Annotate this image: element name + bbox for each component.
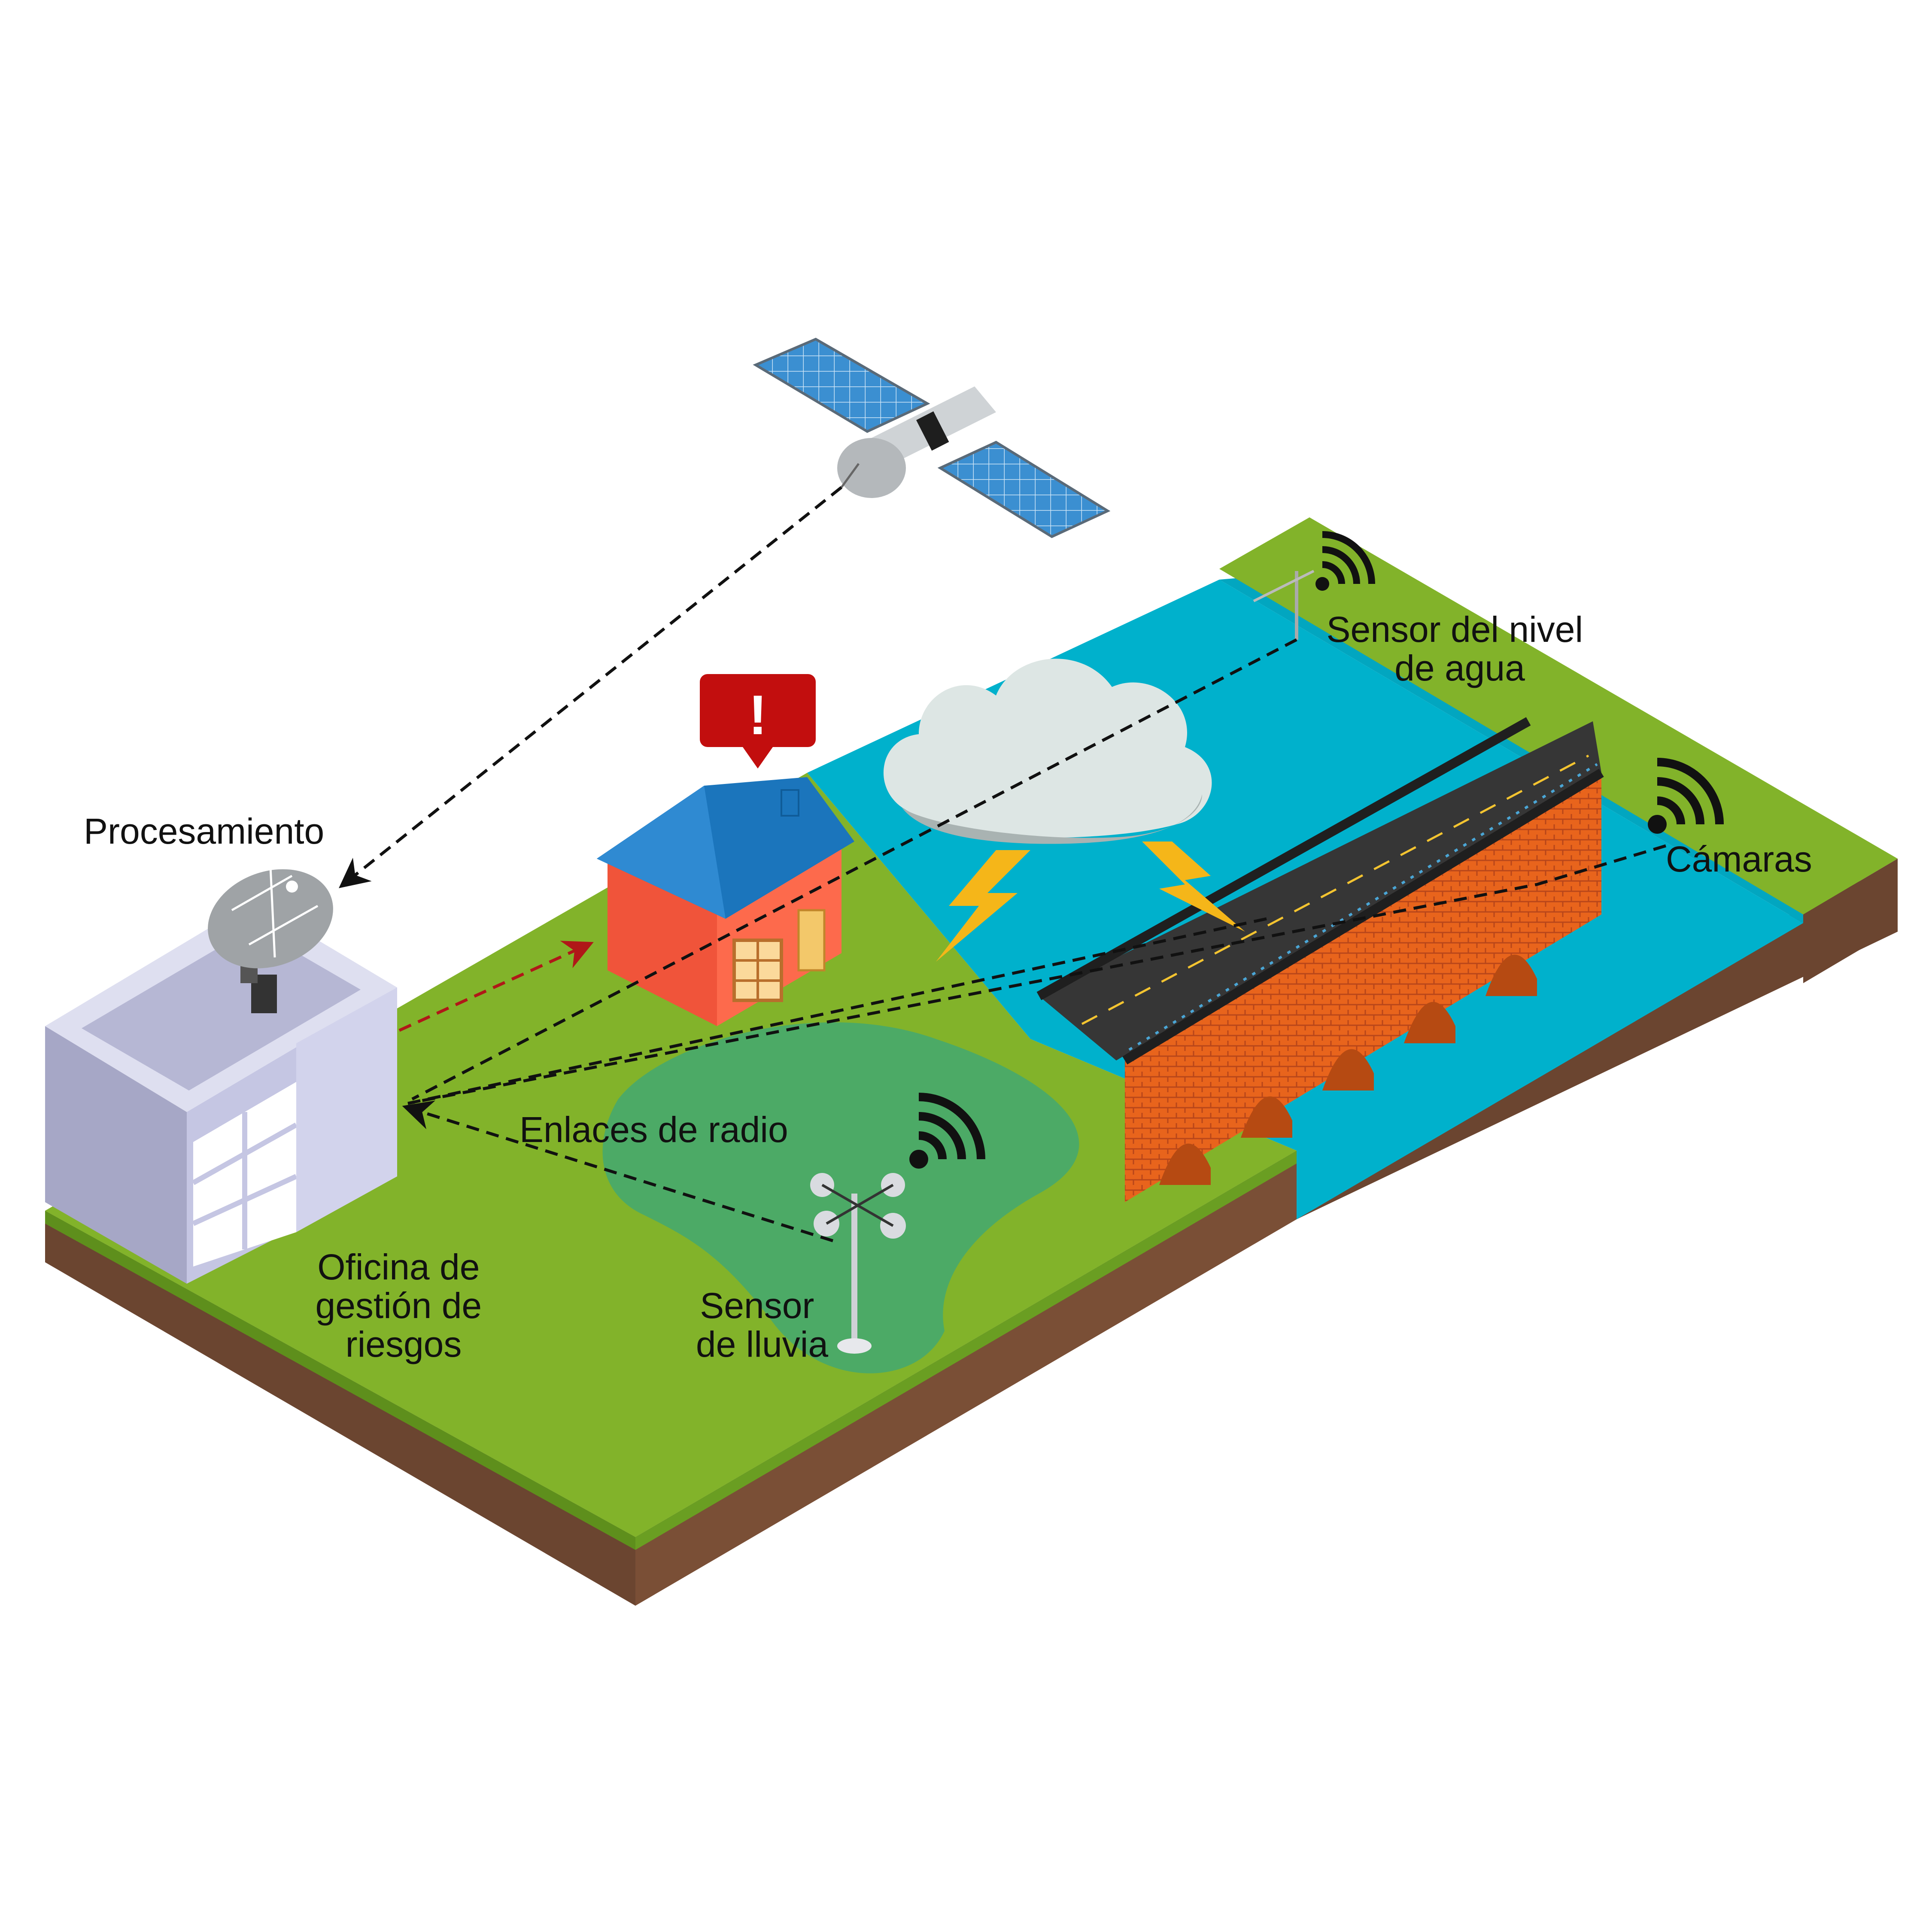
satellite-dish-icon xyxy=(208,867,333,1013)
link-water-sensor xyxy=(411,638,1297,1101)
link-cameras xyxy=(407,844,1667,1105)
label-rain-sensor: Sensor de lluvia xyxy=(696,1285,828,1364)
antenna-icon xyxy=(1253,570,1315,640)
grass-edge-left xyxy=(45,1211,635,1550)
bridge-arches xyxy=(1159,954,1537,1185)
alert-bubble xyxy=(700,674,816,747)
soil-front-face xyxy=(635,1151,1297,1606)
link-bridge xyxy=(407,917,1267,1105)
alert-icon: ! xyxy=(700,674,816,769)
far-riverbank-soil xyxy=(1803,859,1898,983)
house-chimney xyxy=(781,789,799,817)
far-riverbank xyxy=(1219,517,1898,914)
grass-edge-front xyxy=(635,1151,1297,1550)
house-roof-ridge xyxy=(597,786,726,919)
label-processing: Procesamiento xyxy=(84,811,324,851)
lightning-icon xyxy=(1142,841,1245,932)
river-far xyxy=(1219,567,1803,923)
radio-links xyxy=(339,486,1667,1242)
rain-sensor-icon xyxy=(810,1173,906,1354)
storm-cloud-icon xyxy=(883,659,1212,844)
label-radio-links: Enlaces de radio xyxy=(519,1109,788,1150)
soil-left-face xyxy=(45,1211,635,1606)
lightning-icon xyxy=(936,850,1030,962)
link-house-alert xyxy=(398,941,594,1032)
solar-panel-right xyxy=(937,440,1111,538)
cloud-shadow xyxy=(902,794,1202,844)
cloud-body xyxy=(883,659,1212,838)
wifi-icon xyxy=(1648,758,1724,834)
link-satellite-dish xyxy=(339,486,843,888)
house-door xyxy=(797,909,826,972)
bridge-lane-marking xyxy=(1081,754,1589,1025)
office-building-icon xyxy=(45,902,397,1284)
bridge-wall xyxy=(1125,773,1601,1202)
solar-panel-left xyxy=(753,337,930,433)
label-cameras: Cámaras xyxy=(1666,839,1812,879)
dish-bowl xyxy=(208,869,333,969)
satellite-icon xyxy=(753,337,1111,538)
bridge-deck xyxy=(1039,721,1601,1060)
building-side-annex xyxy=(296,987,397,1232)
label-water-sensor: Sensor del nivel de agua xyxy=(1326,609,1593,688)
building-roof-inner xyxy=(82,927,361,1091)
wifi-icon xyxy=(909,1093,985,1169)
alert-mark: ! xyxy=(748,683,767,746)
bridge-icon xyxy=(1036,717,1604,1202)
link-rain-sensor xyxy=(402,1100,834,1242)
satellite-dish xyxy=(837,438,906,498)
label-office: Oficina de gestión de riesgos xyxy=(316,1247,492,1364)
wifi-icon xyxy=(1315,531,1375,591)
